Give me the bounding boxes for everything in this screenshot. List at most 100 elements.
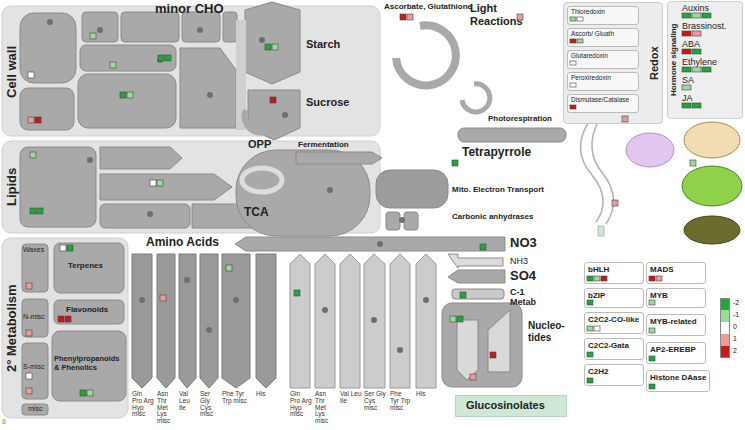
panel-title: Redox [648, 46, 661, 80]
pathway-box: Flavonoids [54, 300, 124, 324]
map-label: Nucleo- tides [528, 320, 570, 343]
node-label: JA [682, 93, 693, 103]
node-label: C2C2-Gata [588, 341, 629, 350]
node-label: Thioredoxin [571, 8, 605, 15]
glucosinolate-band: Glucosinolates [455, 395, 567, 417]
tf-box: C2C2-CO-like [584, 312, 644, 334]
node-label: AP2-EREBP [650, 345, 696, 354]
map-label: Sucrose [306, 96, 349, 109]
node-label: MYB-related [650, 317, 697, 326]
pathway-box: Waxes [22, 244, 48, 292]
map-label: SO4 [510, 269, 536, 284]
legend-label: -2 [733, 299, 739, 307]
node-label: Ethylene [682, 57, 717, 67]
pathway-box: Phenylpropanoids & Phenolics [52, 331, 126, 401]
node-label: Brassinost. [682, 21, 727, 31]
map-label: Asn Thr Met Lys misc [157, 391, 177, 425]
panel-title: Cell wall [5, 46, 20, 98]
redox-box: Peroxiredoxin [567, 72, 639, 91]
tf-box: MYB [646, 288, 706, 308]
map-label: Photorespiration [488, 114, 552, 123]
map-label: His [416, 391, 438, 398]
legend-label: -1 [733, 311, 739, 319]
legend-label: 1 [733, 335, 737, 343]
panel: Lipids [2, 141, 380, 233]
map-label: His [256, 391, 278, 398]
pathway-box: N-misc [22, 299, 48, 337]
node-label: Phenylpropanoids & Phenolics [54, 355, 124, 372]
map-label: Fermentation [298, 140, 349, 149]
map-label: TCA [244, 206, 269, 220]
node-label: Waxes [23, 246, 44, 254]
map-label: NH3 [510, 256, 528, 266]
node-label: ABA [682, 39, 700, 49]
tf-box: Histone DAase [646, 370, 710, 392]
node-label: bZIP [588, 291, 605, 300]
node-label: misc [28, 405, 42, 413]
map-label: 8 [2, 418, 6, 426]
panel: 2° Metabolism WaxesTerpenesN-misc Flavonoi… [2, 238, 128, 418]
redox-box: Thioredoxin [567, 6, 639, 25]
map-label: NO3 [510, 236, 537, 251]
legend-swatch [720, 334, 730, 346]
redox-box: Glutaredoxin [567, 50, 639, 69]
map-label: Light Reactions [470, 2, 532, 27]
node-label: S-misc [23, 363, 44, 371]
legend-swatch [720, 298, 730, 310]
pathway-box: S-misc [22, 343, 48, 399]
map-label: Asn Thr Met Lys misc [315, 391, 337, 425]
node-label: N-misc [23, 313, 45, 321]
map-label: Gln Pro Arg Hyp misc [290, 391, 312, 418]
tf-box: MYB-related [646, 314, 706, 336]
node-label: C2C2-CO-like [588, 315, 639, 324]
map-label: Ser Gly Cys misc [364, 391, 386, 411]
panel: Cell wall [2, 6, 380, 136]
panel: Redox ThioredoxinAscorb/ GluathGlutaredox… [563, 2, 663, 124]
node-label: Terpenes [68, 261, 103, 270]
node-label: Flavonoids [66, 305, 108, 314]
map-label: minor CHO [155, 2, 224, 17]
legend-label: 0 [733, 323, 737, 331]
map-label: Carbonic anhydrases [452, 212, 533, 221]
tf-box: AP2-EREBP [646, 342, 706, 364]
tf-box: bZIP [584, 288, 644, 308]
map-label: Starch [306, 38, 340, 51]
map-label: Mito. Electron Transport [452, 185, 544, 194]
panel-title: 2° Metabolism [5, 284, 20, 372]
map-label: Gln Pro Arg Hyp misc [132, 391, 154, 418]
node-label: C2H2 [588, 367, 608, 376]
panel: Hormone signaling AuxinsBrassinost. ABA Eth… [667, 1, 743, 119]
node-label: SA [682, 75, 694, 85]
node-label: Histone DAase [650, 373, 706, 382]
node-label: Glutaredoxin [571, 52, 608, 59]
map-label: Val Leu Ile [179, 391, 198, 411]
node-label: MYB [650, 291, 668, 300]
map-label: Val Leu Ile [340, 391, 362, 405]
node-label: bHLH [588, 265, 609, 274]
map-label: Amino Acids [146, 236, 219, 250]
pathway-box: misc [22, 404, 48, 415]
map-label: OPP [248, 138, 271, 151]
tf-box: bHLH [584, 262, 644, 284]
node-label: Ascorb/ Gluath [571, 30, 614, 37]
node-label: MADS [650, 265, 674, 274]
node-label: Peroxiredoxin [571, 74, 611, 81]
map-label: C-1 Metab [510, 287, 544, 308]
tf-box: MADS [646, 262, 706, 284]
legend-swatch [720, 310, 730, 322]
pathway-box: Terpenes [54, 243, 124, 293]
redox-box: Dismutase/Catalase [567, 94, 639, 113]
map-label: Ascorbate, Glutathione [384, 2, 472, 11]
node-label: Auxins [682, 3, 709, 13]
panel-title: Hormone signaling [669, 24, 678, 96]
map-label: Phe Tyr Trp misc [390, 391, 412, 411]
legend-swatch [720, 322, 730, 334]
map-label: Tetrapyrrole [462, 146, 531, 160]
node-label: Dismutase/Catalase [571, 96, 629, 103]
map-label: Ser Gly Cys misc [200, 391, 220, 418]
redox-box: Ascorb/ Gluath [567, 28, 639, 47]
node-label: Glucosinolates [466, 399, 545, 412]
legend-swatch [720, 346, 730, 358]
tf-box: C2H2 [584, 364, 644, 386]
